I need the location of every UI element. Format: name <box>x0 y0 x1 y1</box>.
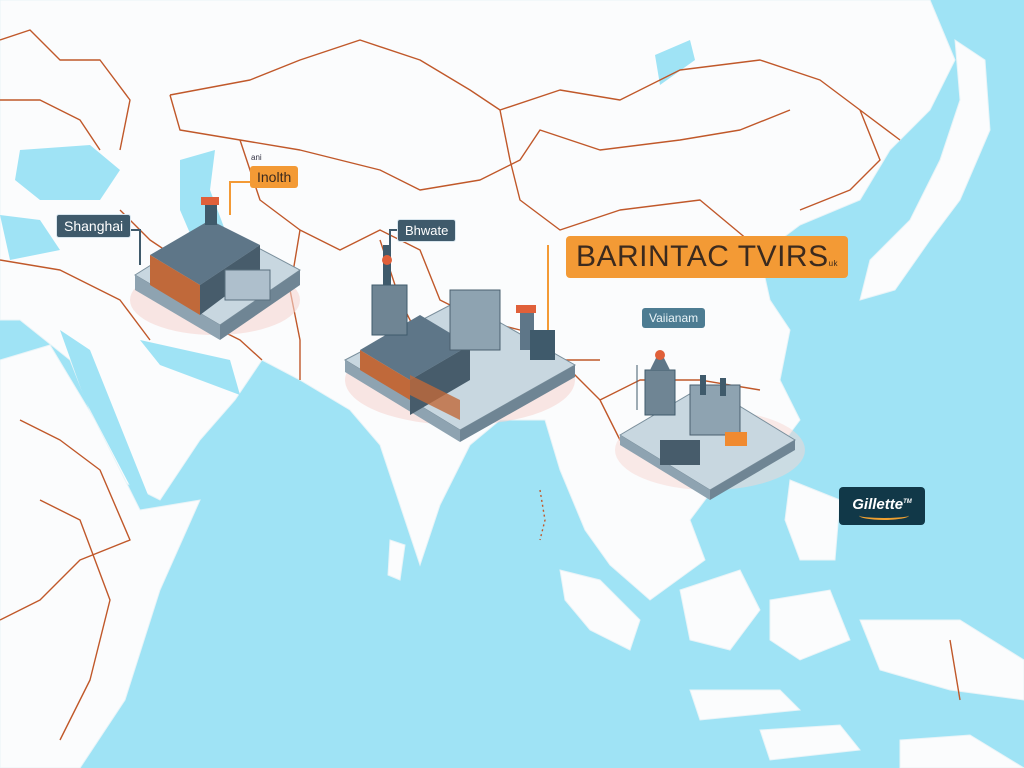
label-inolth-caption: ani <box>251 153 262 162</box>
factory-complex-west <box>130 197 301 340</box>
factory-complex-east <box>615 350 805 500</box>
brand-name: Gillette <box>852 496 904 513</box>
brand-trademark: TM <box>903 499 912 505</box>
gillette-logo-badge: GilletteTM <box>839 487 925 525</box>
label-bhwate[interactable]: Bhwate <box>397 219 457 242</box>
label-barintac-text: BARINTAC TVIRS <box>576 240 829 273</box>
inland-seas <box>0 40 695 505</box>
label-barintac[interactable]: BARINTAC TVIRSuk <box>566 236 849 278</box>
swoosh-icon <box>859 511 909 520</box>
factory-complex-central <box>343 245 577 442</box>
label-shanghai[interactable]: Shanghai <box>56 214 132 238</box>
label-barintac-suffix: uk <box>828 259 839 268</box>
label-vaiianam[interactable]: Vaiianam <box>642 308 706 328</box>
label-inolth[interactable]: Inolth <box>250 166 299 188</box>
